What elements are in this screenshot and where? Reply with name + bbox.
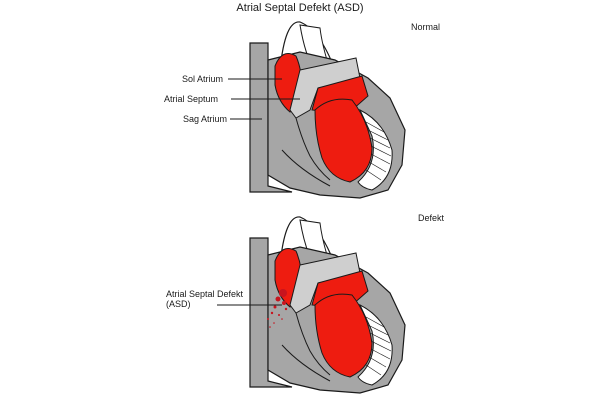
normal-panel-tag: Normal [411,22,441,32]
normal-heart-illustration [249,21,406,199]
right-atrium-label: Sag Atrium [183,114,228,124]
shunt-dots [267,289,288,328]
atrial-septum-label: Atrial Septum [164,94,219,104]
left-atrium-label: Sol Atrium [182,74,224,84]
defect-heart-illustration [249,216,406,394]
asd-label-line2: (ASD) [166,299,191,309]
defect-panel-tag: Defekt [418,213,445,223]
asd-label-line1: Atrial Septal Defekt [166,289,244,299]
asd-label: Atrial Septal Defekt (ASD) [166,289,243,309]
label-leader-lines [217,78,300,306]
diagram-title: Atrial Septal Defekt (ASD) [236,2,364,14]
